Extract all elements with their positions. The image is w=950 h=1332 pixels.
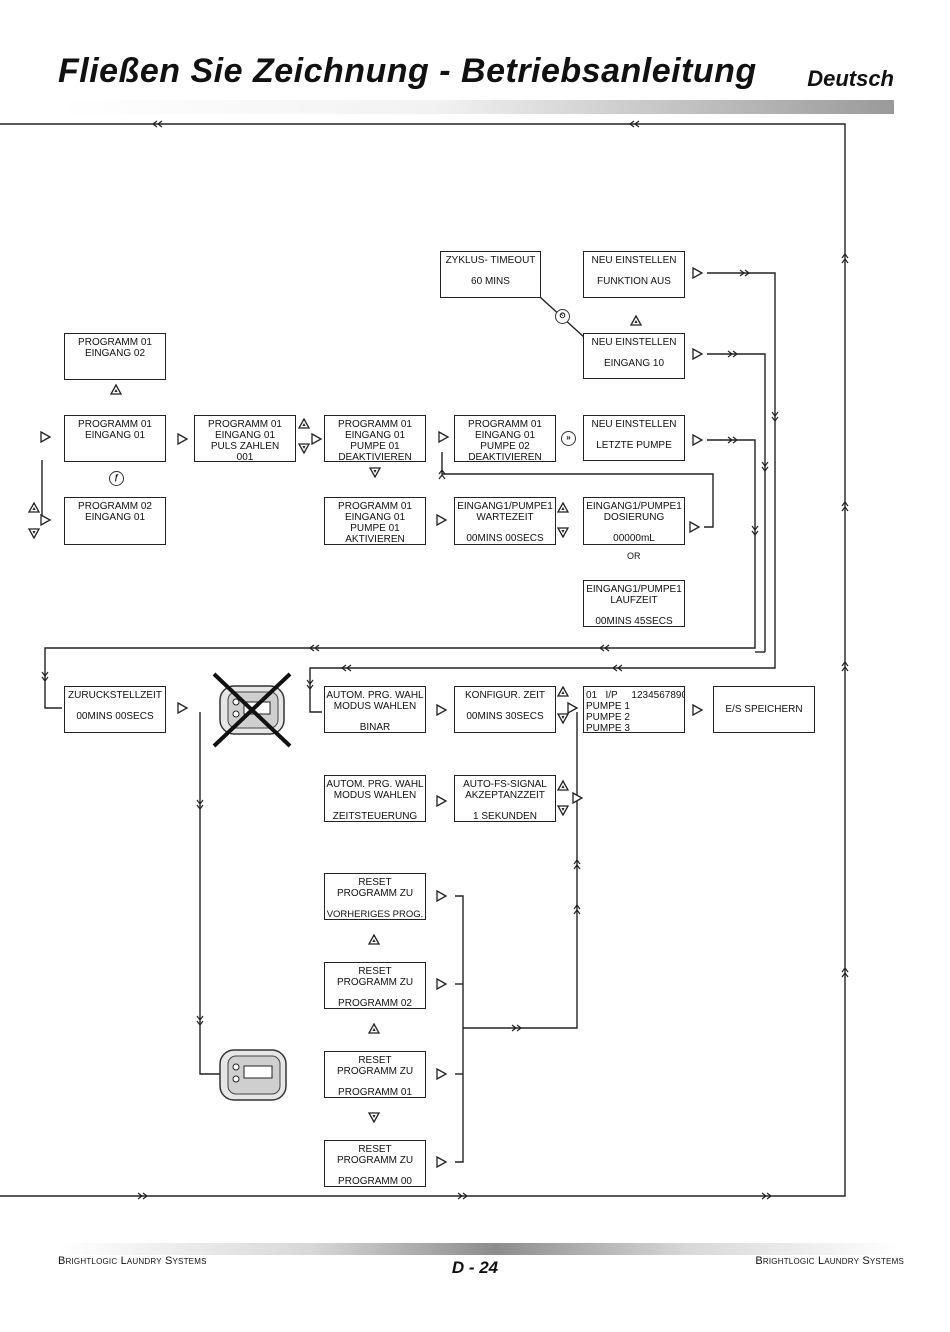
zyklus-timeout-box: ZYKLUS- TIMEOUT 60 MINS [440, 251, 541, 298]
or-label: OR [627, 551, 641, 561]
page-title: Fließen Sie Zeichnung - Betriebsanleitun… [58, 52, 757, 90]
clock-button-icon: ⏲ [555, 309, 570, 324]
pumpe01-aktivieren-box: PROGRAMM 01 EINGANG 01 PUMPE 01 AKTIVIER… [324, 497, 426, 545]
puls-zahlen-box: PROGRAMM 01 EINGANG 01 PULS ZAHLEN 001 [194, 415, 296, 462]
auto-fs-signal-box: AUTO-FS-SIGNAL AKZEPTANZZEIT 1 SEKUNDEN [454, 775, 556, 822]
controller-device-crossed-icon [212, 672, 292, 748]
zurueckstellzeit-box: ZURUCKSTELLZEIT 00MINS 00SECS [64, 686, 166, 733]
neu-einstellen-funktion-aus-box: NEU EINSTELLEN FUNKTION AUS [583, 251, 685, 298]
controller-device-icon [219, 1049, 287, 1101]
autom-prg-binar-box: AUTOM. PRG. WAHL MODUS WAHLEN BINAR [324, 686, 426, 733]
programm02-eingang01-box: PROGRAMM 02 EINGANG 01 [64, 497, 166, 545]
neu-einstellen-letzte-pumpe-box: NEU EINSTELLEN LETZTE PUMPE [583, 415, 685, 461]
header-bar [58, 100, 894, 114]
es-speichern-box: E/S SPEICHERN [713, 686, 815, 733]
function-button-icon: ƒ [109, 471, 124, 486]
footer-company-right: Brightlogic Laundry Systems [755, 1255, 904, 1267]
footer-bar [58, 1243, 898, 1255]
pumpe01-deaktivieren-box: PROGRAMM 01 EINGANG 01 PUMPE 01 DEAKTIVI… [324, 415, 426, 462]
fast-forward-button-icon: » [561, 431, 576, 446]
dosierung-box: EINGANG1/PUMPE1 DOSIERUNG 00000mL [583, 497, 685, 545]
neu-einstellen-eingang-box: NEU EINSTELLEN EINGANG 10 [583, 333, 685, 379]
reset-programm01-box: RESET PROGRAMM ZU PROGRAMM 01 [324, 1051, 426, 1098]
page-number: D - 24 [451, 1258, 499, 1277]
konfigur-zeit-box: KONFIGUR. ZEIT 00MINS 30SECS [454, 686, 556, 733]
reset-programm02-box: RESET PROGRAMM ZU PROGRAMM 02 [324, 962, 426, 1009]
pumpe02-deaktivieren-box: PROGRAMM 01 EINGANG 01 PUMPE 02 DEAKTIVI… [454, 415, 556, 462]
io-table-box: 01 I/P 1234567890 PUMPE 1 PUMPE 2 PUMPE … [583, 686, 685, 733]
programm01-eingang02-box: PROGRAMM 01 EINGANG 02 [64, 333, 166, 380]
reset-programm00-box: RESET PROGRAMM ZU PROGRAMM 00 [324, 1140, 426, 1187]
laufzeit-box: EINGANG1/PUMPE1 LAUFZEIT 00MINS 45SECS [583, 580, 685, 627]
programm01-eingang01-box: PROGRAMM 01 EINGANG 01 [64, 415, 166, 462]
language-label: Deutsch [807, 66, 894, 91]
reset-vorheriges-prog-box: RESET PROGRAMM ZU VORHERIGES PROG. [324, 873, 426, 920]
footer-company-left: Brightlogic Laundry Systems [58, 1255, 207, 1267]
wartezeit-box: EINGANG1/PUMPE1 WARTEZEIT 00MINS 00SECS [454, 497, 556, 545]
autom-prg-zeitsteuerung-box: AUTOM. PRG. WAHL MODUS WAHLEN ZEITSTEUER… [324, 775, 426, 822]
